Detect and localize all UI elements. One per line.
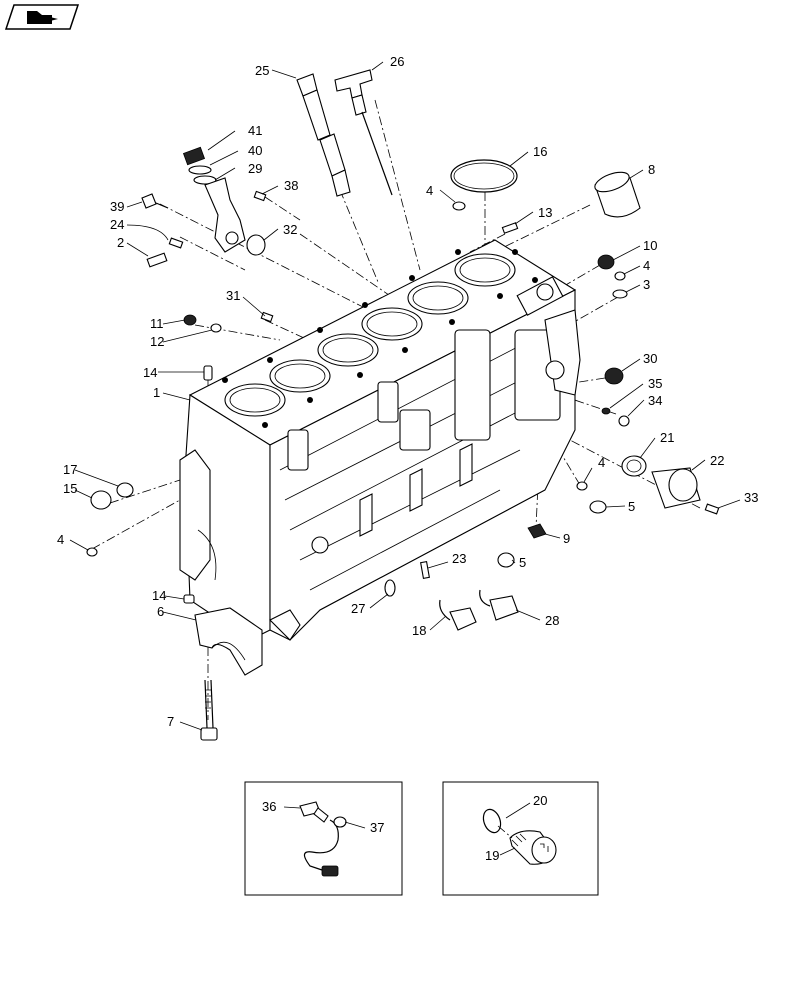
breather-assembly xyxy=(182,146,246,253)
gasket-21 xyxy=(621,455,647,477)
engine-block xyxy=(179,239,581,641)
nozzle-18 xyxy=(439,599,477,631)
label-7: 7 xyxy=(167,714,174,729)
label-3: 3 xyxy=(643,277,650,292)
label-28: 28 xyxy=(545,613,559,628)
label-9: 9 xyxy=(563,531,570,546)
plug-30 xyxy=(604,367,624,385)
pin-13 xyxy=(501,222,519,234)
oring-16 xyxy=(450,159,518,193)
label-14-lower: 14 xyxy=(152,588,166,603)
label-32: 32 xyxy=(283,222,297,237)
ring-27 xyxy=(384,579,396,597)
plug-11 xyxy=(183,314,197,326)
washer-4-left xyxy=(86,547,98,557)
label-40: 40 xyxy=(248,143,262,158)
cylinder-bores xyxy=(224,253,516,417)
label-18: 18 xyxy=(412,623,426,638)
oring-32 xyxy=(246,234,266,256)
label-14-top: 14 xyxy=(143,365,157,380)
label-22: 22 xyxy=(710,453,724,468)
label-31: 31 xyxy=(226,288,240,303)
label-19: 19 xyxy=(485,848,499,863)
label-10: 10 xyxy=(643,238,657,253)
plug-34 xyxy=(618,415,630,427)
label-13: 13 xyxy=(538,205,552,220)
label-41: 41 xyxy=(248,123,262,138)
label-21: 21 xyxy=(660,430,674,445)
label-6: 6 xyxy=(157,604,164,619)
label-23: 23 xyxy=(452,551,466,566)
washer-4-right xyxy=(614,271,626,281)
dowel-14-top xyxy=(203,365,213,381)
label-1: 1 xyxy=(153,385,160,400)
washer-4-lower xyxy=(576,481,588,491)
plug-2 xyxy=(146,252,168,268)
label-4-lower: 4 xyxy=(598,455,605,470)
inset-box-sensor xyxy=(244,781,403,896)
label-5-lower: 5 xyxy=(519,555,526,570)
sensor-9 xyxy=(527,523,547,539)
dipstick-tube xyxy=(296,73,351,197)
label-29: 29 xyxy=(248,161,262,176)
part-labels: 25 26 41 40 29 38 39 24 2 32 16 4 13 8 1… xyxy=(57,54,758,863)
label-33: 33 xyxy=(744,490,758,505)
bearing-cap-6 xyxy=(194,607,263,676)
label-35: 35 xyxy=(648,376,662,391)
plug-10 xyxy=(597,254,615,270)
label-30: 30 xyxy=(643,351,657,366)
leader-lines xyxy=(69,61,741,731)
bolt-33 xyxy=(704,503,720,515)
dowel-14-lower xyxy=(183,594,195,604)
inset-box-plug xyxy=(442,781,599,896)
label-24: 24 xyxy=(110,217,124,232)
label-5-right: 5 xyxy=(628,499,635,514)
ring-5-lower xyxy=(497,552,515,568)
nozzle-28 xyxy=(479,589,519,621)
label-8: 8 xyxy=(648,162,655,177)
washer-12 xyxy=(210,323,222,333)
bolt-39 xyxy=(141,193,169,209)
label-11: 11 xyxy=(150,316,164,331)
label-26: 26 xyxy=(390,54,404,69)
screw-38 xyxy=(253,190,267,202)
washer-4-top xyxy=(452,201,466,211)
label-4-right: 4 xyxy=(643,258,650,273)
pin-23 xyxy=(420,560,430,580)
seal-15 xyxy=(90,490,112,510)
label-37: 37 xyxy=(370,820,384,835)
sleeve-8 xyxy=(594,171,641,218)
label-12: 12 xyxy=(150,334,164,349)
bolt-7 xyxy=(200,679,218,741)
washer-3 xyxy=(612,289,628,299)
label-4-left: 4 xyxy=(57,532,64,547)
fitting-24 xyxy=(168,237,184,249)
label-34: 34 xyxy=(648,393,662,408)
deck-holes xyxy=(222,249,538,428)
label-17: 17 xyxy=(63,462,77,477)
nav-arrow-icon[interactable] xyxy=(4,4,80,30)
label-16: 16 xyxy=(533,144,547,159)
label-4-top: 4 xyxy=(426,183,433,198)
label-25: 25 xyxy=(255,63,269,78)
label-27: 27 xyxy=(351,601,365,616)
label-39: 39 xyxy=(110,199,124,214)
washer-35 xyxy=(601,407,611,415)
oring-17 xyxy=(116,482,134,498)
label-36: 36 xyxy=(262,799,276,814)
label-2: 2 xyxy=(117,235,124,250)
label-38: 38 xyxy=(284,178,298,193)
label-20: 20 xyxy=(533,793,547,808)
label-15: 15 xyxy=(63,481,77,496)
ring-5-right xyxy=(589,500,607,514)
elbow-22 xyxy=(651,467,701,509)
dipstick xyxy=(334,69,393,196)
